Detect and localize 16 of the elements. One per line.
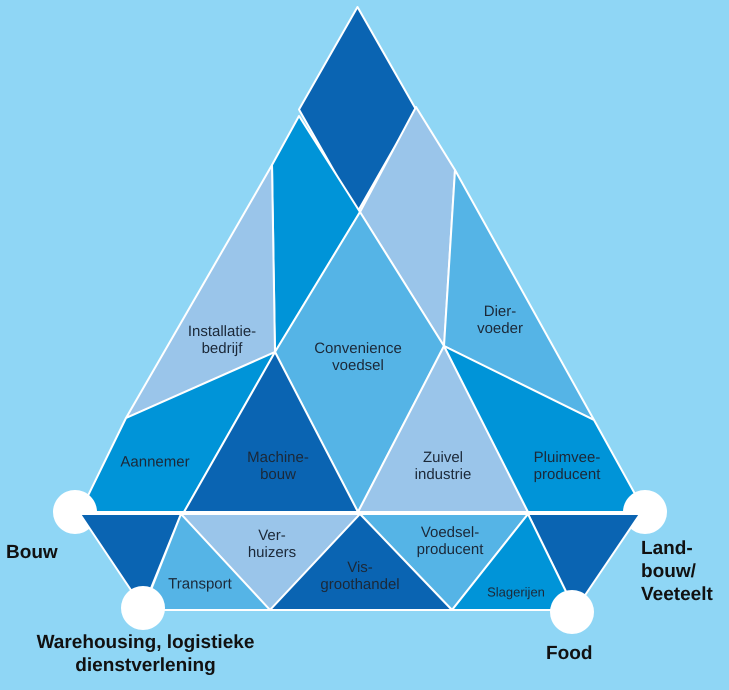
region-label: Dier- voeder [477, 302, 523, 338]
region-label: Zuivel industrie [414, 448, 472, 484]
region-label: Vis- groothandel [320, 558, 400, 594]
region-label: Voedsel- producent [416, 524, 484, 558]
region-label: Pluimvee- producent [534, 448, 600, 484]
region-label: Transport [168, 575, 232, 593]
region-label: Machine- bouw [247, 448, 309, 484]
corner-label: Warehousing, logistieke dienstverlening [36, 632, 256, 678]
region-label: Aannemer [120, 453, 190, 471]
region-label: Slagerijen [487, 586, 545, 600]
region-label: Ver- huizers [248, 526, 296, 562]
region-label: Installatie- bedrijf [188, 322, 256, 358]
corner-label: Bouw [6, 542, 58, 565]
corner-label: Land- bouw/ Veeteelt [641, 538, 713, 606]
corner-label: Food [546, 643, 592, 666]
region-label: Convenience voedsel [314, 340, 402, 374]
